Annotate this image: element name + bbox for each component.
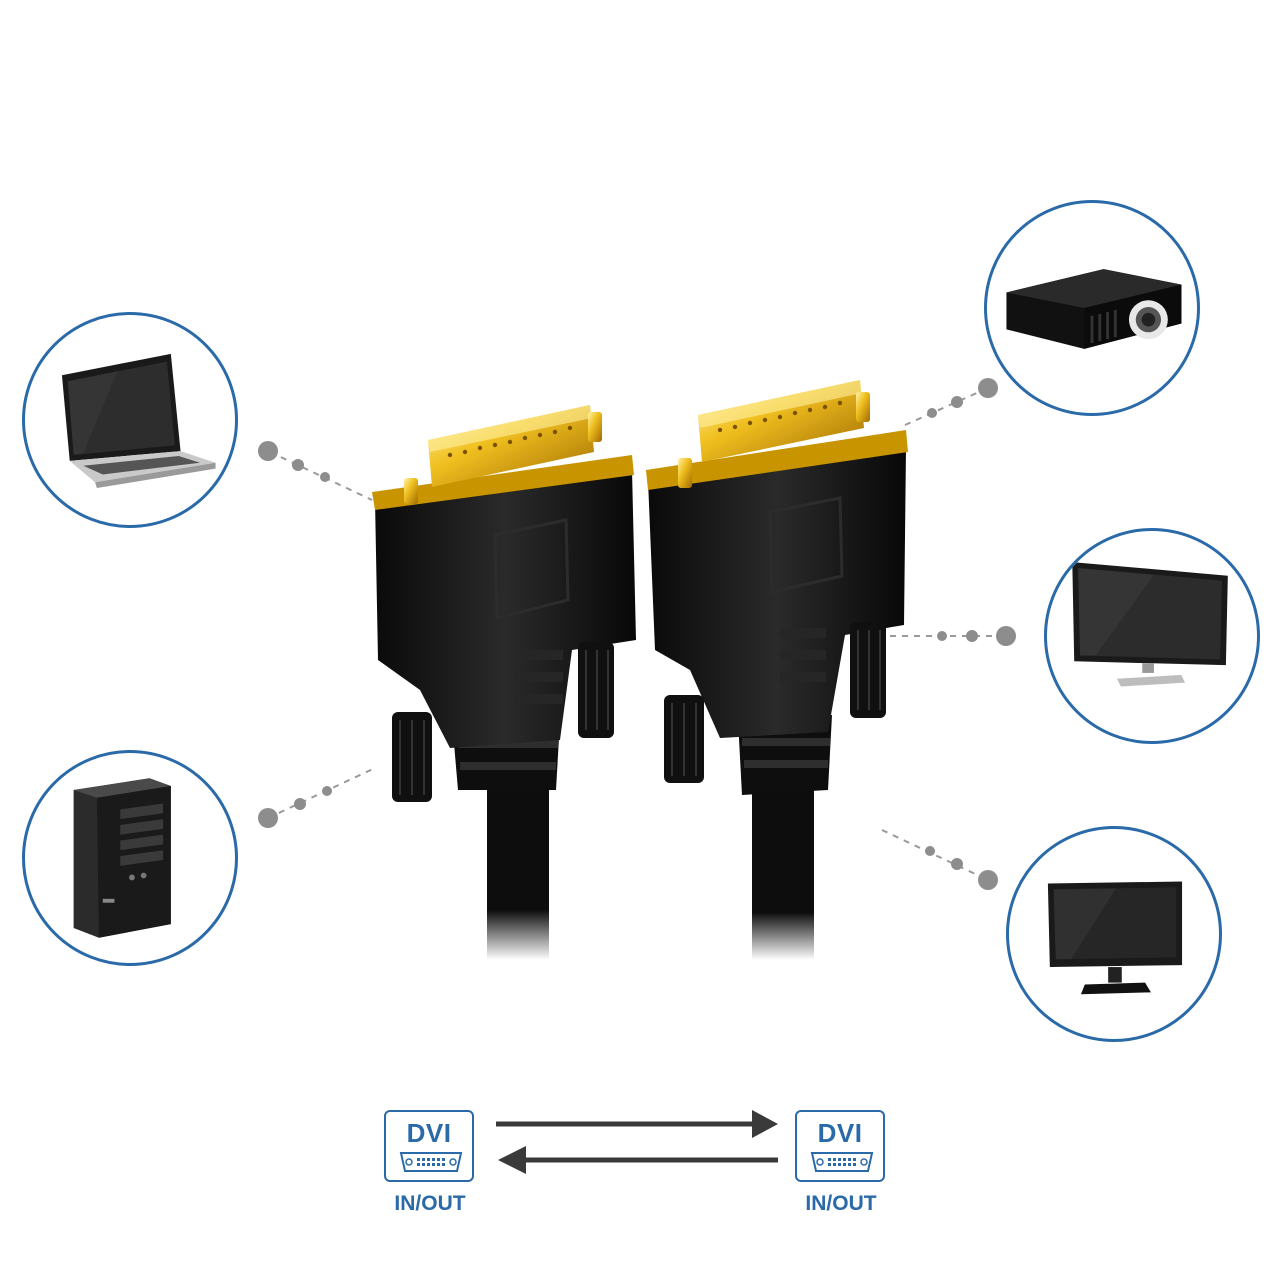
dvi-port-badge-left: DVI IN/OUT xyxy=(384,1110,476,1216)
monitor-icon xyxy=(1047,881,1183,995)
flat-tv-icon xyxy=(1072,562,1228,687)
connection-dots-right-tv xyxy=(890,626,1016,646)
port-subtitle-left: IN/OUT xyxy=(394,1192,466,1215)
left-dvi-connector xyxy=(372,405,636,960)
port-title-right: DVI xyxy=(817,1118,863,1148)
connection-dots-left-desktop xyxy=(258,767,376,828)
right-dvi-connector xyxy=(646,380,908,960)
arrow-right-icon xyxy=(496,1110,778,1138)
dvi-port-box-right: DVI xyxy=(795,1110,885,1182)
connection-dots-right-monitor xyxy=(881,829,998,890)
dvi-port-icon xyxy=(810,1152,874,1172)
connection-dots-right-projector xyxy=(904,378,998,426)
desktop-device-circle xyxy=(22,750,238,966)
dvi-port-badge-right: DVI IN/OUT xyxy=(795,1110,887,1216)
dvi-port-icon xyxy=(399,1152,463,1172)
desktop-tower-icon xyxy=(73,778,171,938)
port-title-left: DVI xyxy=(406,1118,452,1148)
laptop-icon xyxy=(61,353,216,489)
monitor-device-circle xyxy=(1006,826,1222,1042)
dvi-port-box-left: DVI xyxy=(384,1110,474,1182)
projector-icon xyxy=(1006,269,1182,349)
port-subtitle-right: IN/OUT xyxy=(805,1192,877,1215)
laptop-device-circle xyxy=(22,312,238,528)
tv-device-circle xyxy=(1044,528,1260,744)
projector-device-circle xyxy=(984,200,1200,416)
arrow-left-icon xyxy=(498,1146,778,1174)
connection-dots-left-laptop xyxy=(258,441,373,501)
bidirectional-arrows xyxy=(496,1110,778,1174)
